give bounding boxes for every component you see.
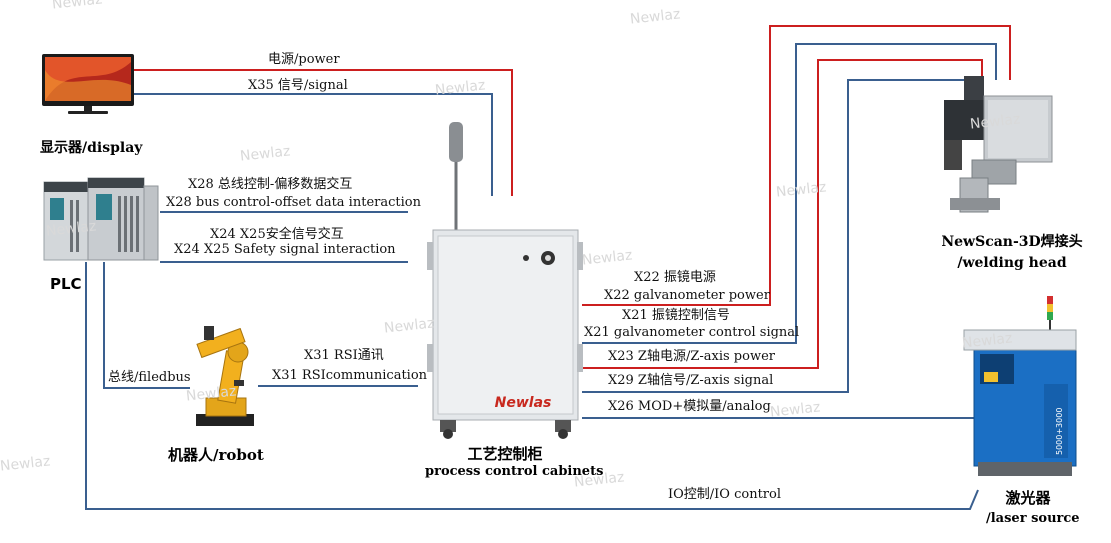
- welding-head-label-1: NewScan-3D焊接头: [941, 234, 1083, 250]
- plc-label: PLC: [50, 275, 82, 293]
- x22-label-en: X22 galvanometer power: [604, 288, 770, 303]
- cabinet-label-cn: 工艺控制柜: [467, 445, 543, 463]
- laser-source-icon: [963, 296, 1077, 476]
- x24-label-en: X24 X25 Safety signal interaction: [174, 242, 396, 257]
- x31-label-cn: X31 RSI通讯: [304, 348, 384, 363]
- cabinet-brand-logo: Newlas: [495, 395, 552, 411]
- x23-label: X23 Z轴电源/Z-axis power: [608, 349, 775, 364]
- x35-signal-line: [134, 93, 493, 196]
- laser-label: 激光器 /laser source: [986, 487, 1080, 526]
- x23-line: [582, 59, 983, 369]
- io-line: [85, 262, 979, 510]
- welding-head-icon: [944, 76, 1053, 213]
- cabinet-icon: [427, 122, 583, 439]
- x24-label-cn: X24 X25安全信号交互: [210, 227, 344, 242]
- x35-label: X35 信号/signal: [248, 78, 348, 93]
- welding-head-label: NewScan-3D焊接头 /welding head: [936, 231, 1088, 271]
- cabinet-label: 工艺控制柜 process control cabinets: [425, 443, 604, 479]
- laser-label-cn: 激光器: [1005, 489, 1051, 507]
- x22-line: [582, 25, 1011, 306]
- x28-label-cn: X28 总线控制-偏移数据交互: [188, 177, 353, 192]
- power-label: 电源/power: [268, 52, 340, 67]
- power-line: [134, 69, 513, 196]
- x29-line: [582, 79, 965, 393]
- laser-label-en: /laser source: [986, 511, 1080, 526]
- display-label: 显示器/display: [40, 140, 143, 156]
- x21-label-en: X21 galvanometer control signal: [584, 325, 800, 340]
- monitor-icon: [42, 54, 134, 114]
- x21-line: [582, 43, 997, 344]
- robot-arm-icon: [196, 326, 254, 426]
- x26-label: X26 MOD+模拟量/analog: [608, 399, 771, 414]
- fieldbus-line: [103, 262, 190, 389]
- x22-label-cn: X22 振镜电源: [634, 270, 716, 285]
- x31-label-en: X31 RSIcommunication: [272, 368, 428, 383]
- connection-lines: [85, 25, 1011, 510]
- io-label: IO控制/IO control: [668, 487, 782, 502]
- welding-head-label-2: /welding head: [957, 255, 1067, 271]
- robot-label: 机器人/robot: [168, 446, 264, 464]
- x21-label-cn: X21 振镜控制信号: [622, 308, 730, 323]
- laser-panel-text: 5000+3000: [1055, 408, 1064, 455]
- x29-label: X29 Z轴信号/Z-axis signal: [608, 373, 774, 388]
- plc-icon: [43, 177, 159, 261]
- x28-label-en: X28 bus control-offset data interaction: [166, 195, 421, 210]
- fieldbus-label: 总线/filedbus: [108, 370, 191, 385]
- cabinet-label-en: process control cabinets: [425, 464, 604, 479]
